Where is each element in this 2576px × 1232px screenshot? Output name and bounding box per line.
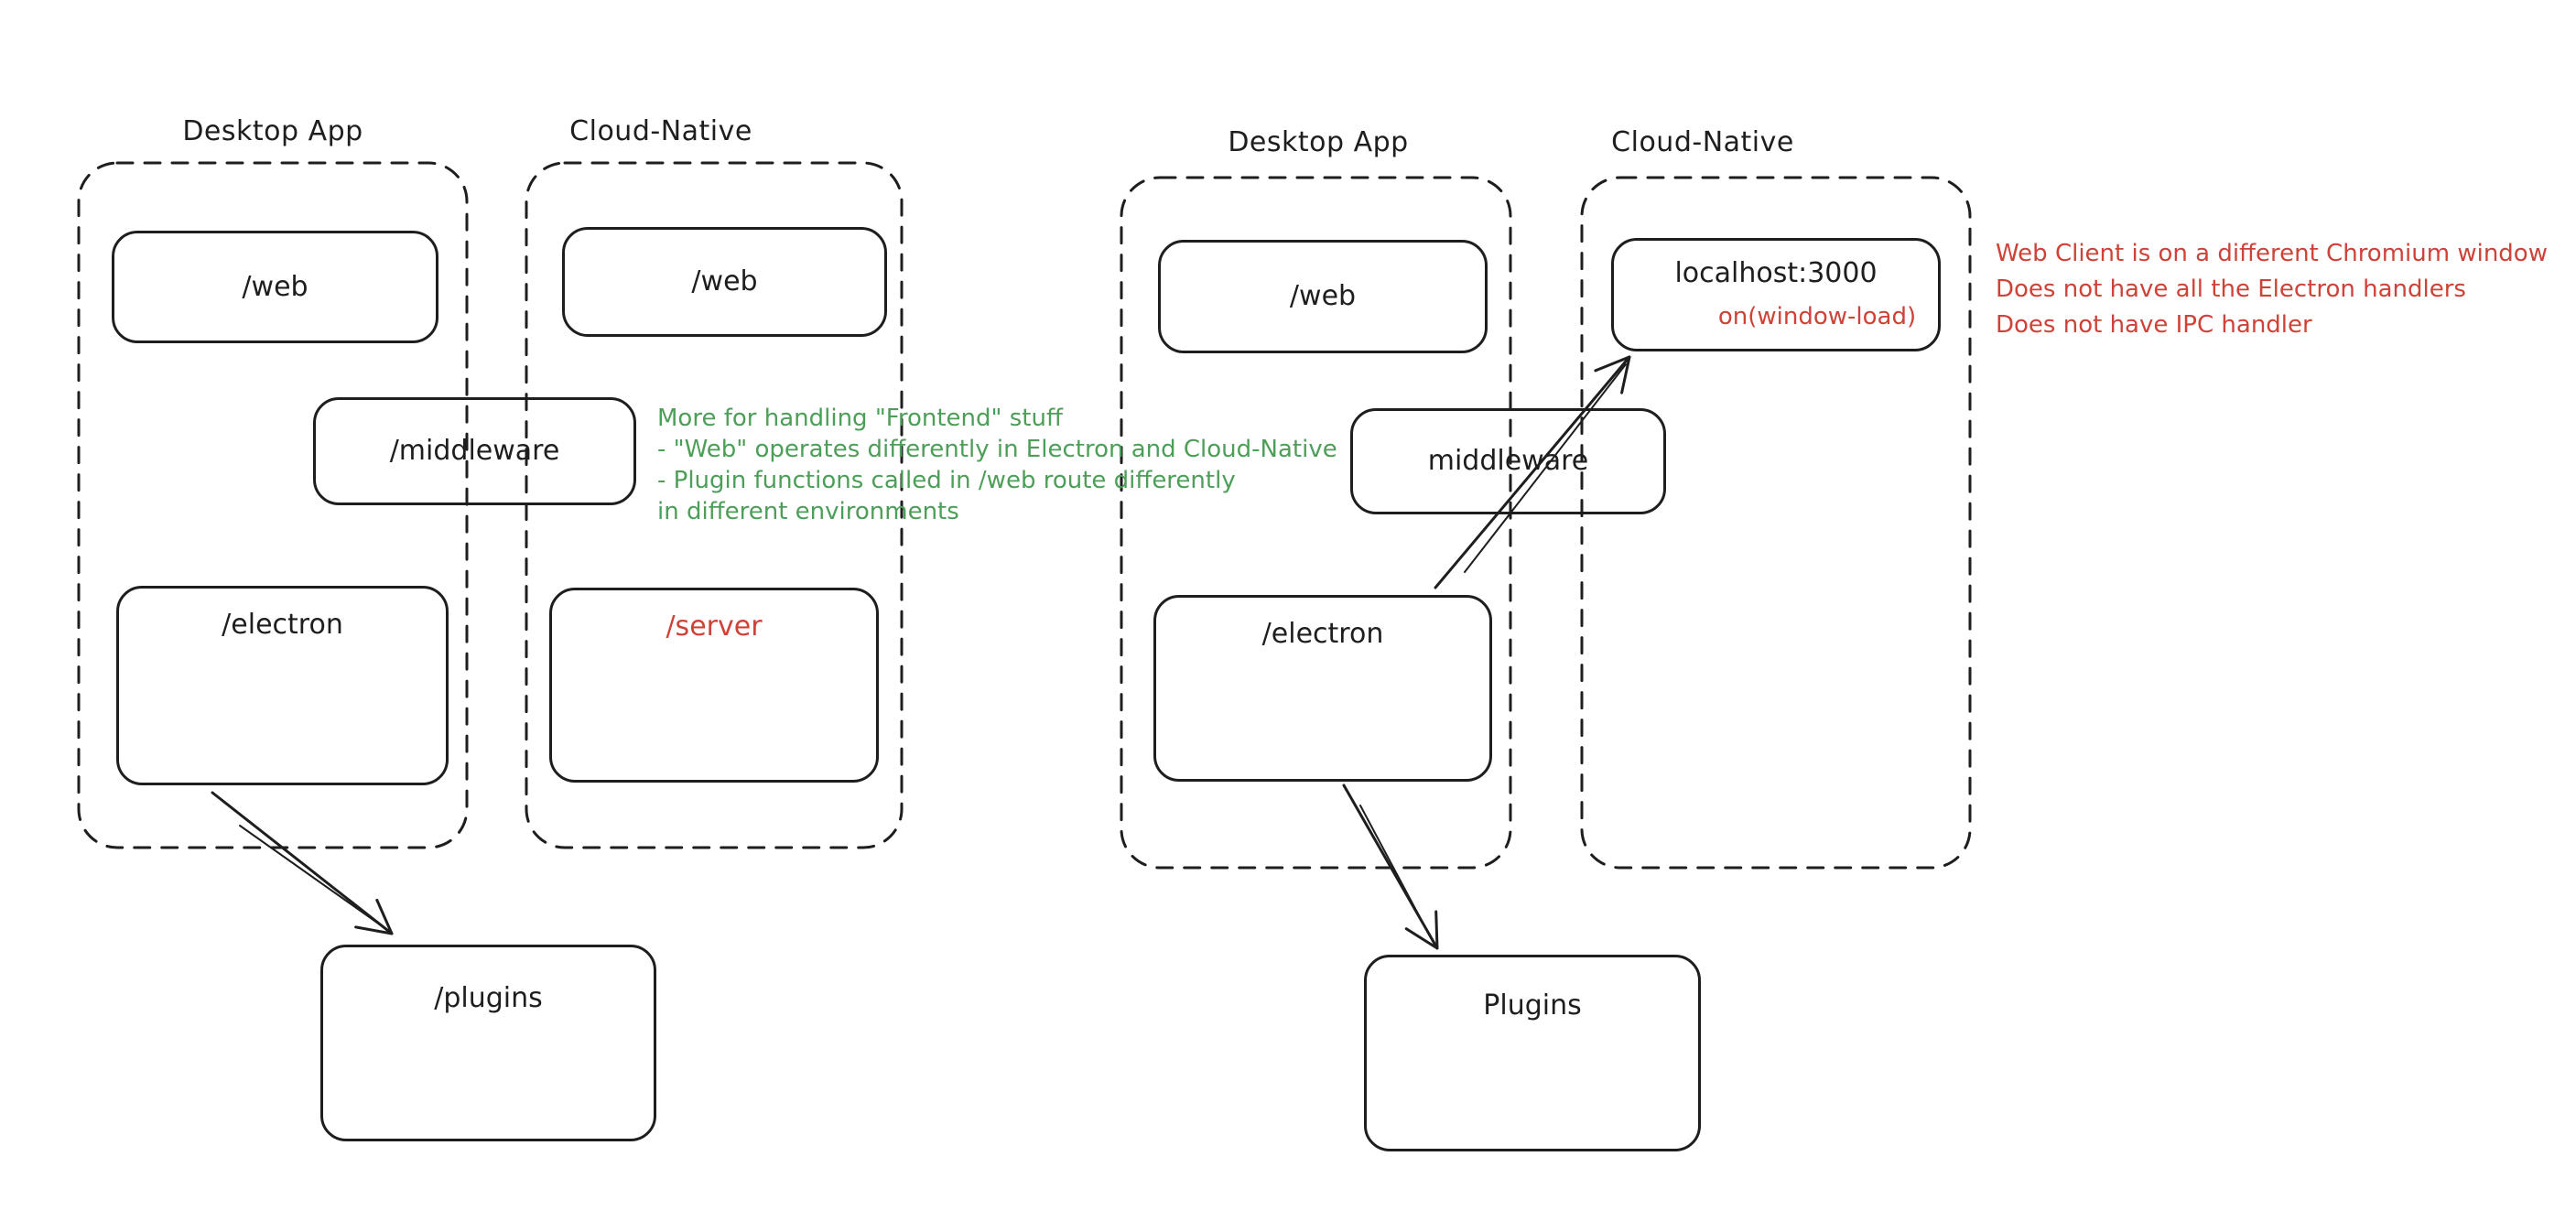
node-server-left[interactable]: /server	[549, 588, 879, 783]
node-label: /server	[666, 611, 763, 643]
green-annotation-line: in different environments	[657, 498, 959, 525]
node-plugins-left[interactable]: /plugins	[320, 945, 656, 1141]
green-annotation-line: More for handling "Frontend" stuff	[657, 405, 1063, 432]
window-load-label: on(window-load)	[1717, 303, 1917, 330]
label-cloud-native-right[interactable]: Cloud-Native	[1611, 126, 1794, 158]
label-desktop-app-right[interactable]: Desktop App	[1228, 126, 1409, 158]
node-label: /web	[691, 265, 758, 297]
node-label: /plugins	[434, 982, 543, 1014]
node-web-desktop-left[interactable]: /web	[112, 231, 438, 343]
node-localhost-3000[interactable]: localhost:3000 on(window-load)	[1611, 238, 1941, 351]
node-label: /electron	[222, 609, 343, 641]
node-electron-left[interactable]: /electron	[116, 586, 449, 785]
arrow-electron-to-plugins-right[interactable]	[1342, 784, 1439, 950]
arrow-electron-to-plugins-left[interactable]	[211, 791, 394, 935]
node-label: /middleware	[389, 435, 560, 467]
node-electron-right[interactable]: /electron	[1153, 595, 1492, 782]
green-annotation-line: - "Web" operates differently in Electron…	[657, 436, 1337, 463]
green-annotation-line: - Plugin functions called in /web route …	[657, 467, 1236, 494]
node-label: Plugins	[1483, 989, 1582, 1021]
node-plugins-right[interactable]: Plugins	[1364, 955, 1701, 1151]
red-annotation-line: Does not have all the Electron handlers	[1996, 276, 2466, 303]
node-label: localhost:3000	[1674, 257, 1878, 289]
red-annotation-line: Web Client is on a different Chromium wi…	[1996, 240, 2548, 267]
red-annotation-line: Does not have IPC handler	[1996, 311, 2312, 339]
node-middleware-left[interactable]: /middleware	[313, 397, 636, 505]
red-annotation[interactable]: Web Client is on a different Chromium wi…	[1996, 236, 2548, 343]
node-label: /web	[1289, 280, 1357, 312]
node-label: middleware	[1427, 445, 1589, 477]
label-cloud-native-left[interactable]: Cloud-Native	[569, 115, 752, 147]
node-label: /electron	[1261, 618, 1384, 650]
node-web-cloud-left[interactable]: /web	[562, 227, 887, 337]
green-annotation[interactable]: More for handling "Frontend" stuff - "We…	[657, 403, 1337, 527]
node-middleware-right[interactable]: middleware	[1350, 408, 1666, 514]
node-web-right[interactable]: /web	[1158, 240, 1488, 353]
label-desktop-app-left[interactable]: Desktop App	[182, 115, 363, 147]
node-label: /web	[242, 270, 308, 303]
